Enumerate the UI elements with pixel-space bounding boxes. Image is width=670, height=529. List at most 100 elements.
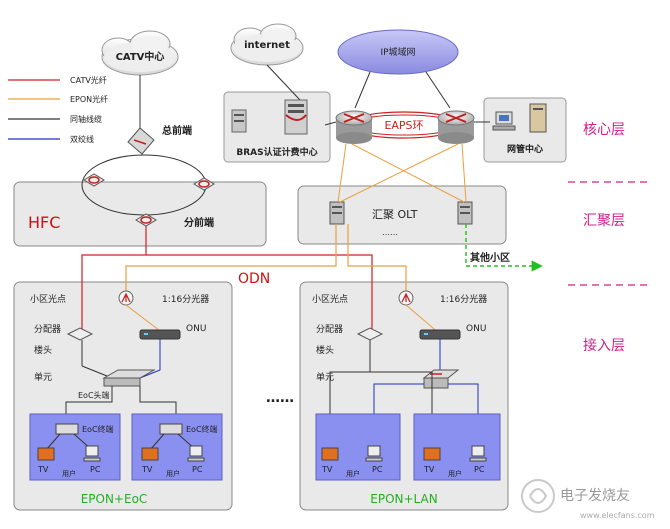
internet-label: internet — [244, 40, 290, 51]
head-end-switch-icon — [127, 127, 155, 155]
left-user-1-label: 用户 — [62, 469, 76, 478]
right-building-label: 楼头 — [316, 344, 334, 356]
left-divider-icon — [66, 327, 94, 341]
right-splitter-label: 1:16分光器 — [440, 293, 487, 305]
nms-label: 网管中心 — [507, 143, 543, 155]
legend-catv: CATV光纤 — [70, 75, 107, 85]
epon-left-feed — [125, 224, 337, 292]
right-onu-label: ONU — [466, 324, 486, 334]
ip-metro-label: IP城域网 — [380, 46, 415, 58]
left-onu-icon — [139, 329, 181, 340]
watermark-url: www.elecfans.com — [580, 511, 655, 520]
legend-coax: 同轴线缆 — [70, 114, 102, 124]
watermark-text: 电子发烧友 — [560, 488, 630, 504]
olt-right-icon — [457, 201, 473, 225]
left-onu-eoc-link — [139, 339, 161, 379]
internet-cloud-icon — [230, 23, 304, 66]
hfc-label: HFC — [28, 213, 60, 232]
legend-epon: EPON光纤 — [70, 94, 108, 104]
other-district-label: 其他小区 — [470, 251, 510, 264]
right-tv-1-label: TV — [321, 465, 333, 474]
layer-aggregation-label: 汇聚层 — [583, 213, 625, 229]
head-end-label: 总前端 — [162, 124, 192, 137]
ip-metro-icon — [337, 29, 459, 75]
eaps-label: EAPS环 — [384, 119, 423, 132]
catv-right-feed — [146, 254, 373, 330]
right-tv-1-icon — [321, 447, 339, 461]
left-eoc-terminal-2-icon — [159, 423, 183, 435]
olt-left-icon — [329, 201, 345, 225]
aggregation-olt-label: 汇聚 OLT — [372, 208, 418, 221]
left-divider-label: 分配器 — [34, 324, 61, 335]
left-tv-1-label: TV — [37, 465, 49, 474]
right-divider-label: 分配器 — [316, 324, 343, 335]
catv-cloud-icon — [101, 30, 179, 76]
core-router-left-icon — [335, 110, 373, 144]
ip-to-router2-link — [425, 71, 451, 109]
core-router-right-icon — [437, 110, 475, 144]
right-tv-2-label: TV — [423, 465, 435, 474]
router-olt-link-c — [339, 143, 459, 203]
left-eoc-term1-link — [65, 386, 113, 424]
left-pc-1-icon — [83, 445, 101, 462]
left-unit-label: 单元 — [34, 371, 52, 383]
internet-to-bras-link — [266, 64, 301, 101]
catv-center-label: CATV中心 — [116, 50, 165, 63]
bras-to-router-link — [324, 121, 337, 126]
left-eoc-term2-link — [139, 386, 177, 424]
right-pc-2-label: PC — [474, 465, 485, 474]
watermark-logo-icon — [521, 479, 555, 513]
nms-computer-icon — [492, 103, 547, 133]
left-building-label: 楼头 — [34, 344, 52, 356]
left-pc-2-label: PC — [192, 465, 203, 474]
router-olt-link-d — [461, 143, 467, 203]
hfc-node-left-icon — [83, 173, 105, 187]
right-divider-icon — [356, 327, 384, 341]
epon-right-feed — [347, 224, 407, 292]
odn-label: ODN — [238, 271, 270, 287]
right-coax-left-link — [329, 340, 371, 450]
left-splitter-icon — [118, 290, 134, 306]
left-tv-2-icon — [141, 447, 159, 461]
left-onu-label: ONU — [186, 324, 206, 334]
left-optical-node-label: 小区光点 — [30, 293, 66, 305]
right-caption: EPON+LAN — [370, 492, 437, 506]
right-pc-1-label: PC — [372, 465, 383, 474]
right-splitter-onu-link — [405, 304, 441, 335]
hfc-panel — [13, 181, 267, 247]
right-user-box-2 — [413, 413, 501, 481]
sub-headend-node-icon — [135, 213, 157, 227]
right-tv-2-icon — [423, 447, 441, 461]
sub-head-end-label: 分前端 — [184, 216, 214, 229]
right-pc-2-icon — [469, 445, 487, 462]
right-onu-icon — [419, 329, 461, 340]
left-splitter-onu-link — [125, 304, 165, 335]
right-user-box-1 — [315, 413, 401, 481]
right-unit-label: 单元 — [316, 371, 334, 383]
left-pc-1-label: PC — [90, 465, 101, 474]
right-pc-1-icon — [365, 445, 383, 462]
right-user-1-label: 用户 — [346, 469, 360, 478]
right-optical-node-label: 小区光点 — [312, 293, 348, 305]
catv-left-feed — [81, 226, 147, 330]
left-eoc-head-label: EoC头端 — [78, 390, 110, 400]
blocks-ellipsis: …… — [266, 390, 294, 406]
layer-core-label: 核心层 — [583, 122, 625, 138]
ip-to-router1-link — [354, 71, 371, 109]
aggregation-panel — [297, 185, 507, 245]
left-eoc-head-icon — [102, 369, 156, 387]
hfc-node-right-icon — [193, 177, 215, 191]
right-splitter-icon — [398, 290, 414, 306]
layer-access-label: 接入层 — [583, 337, 625, 354]
left-pc-2-icon — [187, 445, 205, 462]
left-tv-1-icon — [37, 447, 55, 461]
left-eoc-term2-label: EoC终端 — [186, 424, 218, 434]
router-olt-link-b — [351, 143, 465, 203]
left-user-2-label: 用户 — [166, 469, 180, 478]
left-tv-2-label: TV — [141, 465, 153, 474]
left-splitter-label: 1:16分光器 — [162, 293, 209, 305]
bras-label: BRAS认证计费中心 — [236, 146, 317, 158]
bras-server-icon — [231, 99, 308, 135]
